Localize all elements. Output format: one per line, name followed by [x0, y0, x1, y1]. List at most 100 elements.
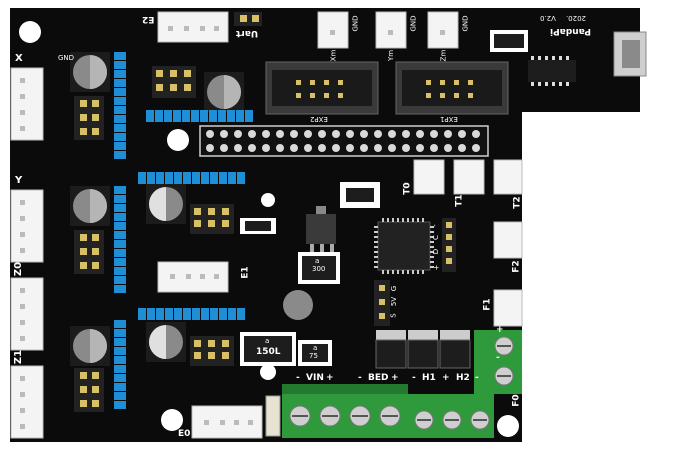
gpio-pin	[332, 144, 340, 152]
jumper-block	[74, 96, 104, 140]
pin-header-segment	[114, 249, 126, 257]
mosfet	[407, 330, 439, 369]
pin-header-segment	[192, 172, 200, 184]
gpio-pin	[304, 144, 312, 152]
mcu-pin	[407, 270, 409, 274]
jumper-block	[74, 368, 104, 412]
pin-header-segment	[114, 79, 126, 87]
pin-header-segment	[237, 172, 245, 184]
driver-pin-headers-horizontal	[138, 110, 253, 320]
gpio-pin	[248, 144, 256, 152]
fan-connector-f1	[493, 289, 523, 327]
mcu-pin	[374, 226, 378, 228]
gpio-pin	[318, 130, 326, 138]
mounting-hole	[497, 415, 519, 437]
pin-header-segment	[114, 61, 126, 69]
exp2-header	[265, 61, 379, 115]
label-t2: T2	[512, 196, 523, 209]
screw-terminal-heaters	[408, 394, 494, 438]
pin-header-segment	[114, 338, 126, 346]
thermistor-connector-t2	[493, 159, 523, 195]
inductor-prefix-150l: a	[265, 337, 270, 345]
inductor-150l	[240, 332, 296, 366]
inductor-300	[298, 252, 340, 284]
pin-header-segment	[114, 392, 126, 400]
thermistor-connector-t0	[413, 159, 445, 195]
pin-header-segment	[114, 151, 126, 159]
e1-connector	[157, 261, 229, 293]
label-e0: E0	[178, 429, 191, 439]
gpio-pin	[388, 130, 396, 138]
i2c-pin-minus: -	[430, 224, 439, 227]
mcu-pin	[430, 251, 434, 253]
label-bed-minus: -	[358, 373, 362, 383]
motor-label-z0: Z0	[13, 261, 25, 277]
board-version: V2.0	[540, 14, 556, 22]
label-uart: Uart	[236, 28, 259, 38]
pin-header-segment	[114, 267, 126, 275]
inductor-value-300: 300	[312, 265, 326, 273]
mcu-pin	[374, 231, 378, 233]
exp1-header	[395, 61, 509, 115]
gpio-pin	[234, 144, 242, 152]
pin-header-segment	[114, 97, 126, 105]
voltage-regulator	[306, 206, 336, 252]
mcu-pin	[392, 218, 394, 222]
driver-pin-headers	[114, 52, 126, 409]
servo-pin-s: S	[389, 313, 398, 318]
pin-header-segment	[114, 347, 126, 355]
jumper-block	[190, 204, 234, 234]
mcu-pin	[430, 231, 434, 233]
mcu-pin	[382, 218, 384, 222]
label-f2: F2	[511, 260, 522, 273]
mcu-pin	[392, 270, 394, 274]
gpio-pin	[276, 144, 284, 152]
pin-header-segment	[114, 88, 126, 96]
pin-header-segment	[114, 142, 126, 150]
i2c-header	[442, 218, 456, 272]
pin-header-segment	[155, 110, 163, 122]
capacitor	[146, 184, 186, 224]
gpio-pin	[374, 144, 382, 152]
pin-header-segment	[192, 308, 200, 320]
mcu-pin	[374, 236, 378, 238]
label-zm: Zm	[439, 49, 448, 62]
capacitor	[70, 186, 110, 226]
mosfet	[375, 330, 407, 369]
e2-connector	[157, 11, 229, 43]
pin-header-segment	[114, 320, 126, 328]
gpio-pin	[220, 144, 228, 152]
gpio-pin	[290, 144, 298, 152]
gpio-pin	[206, 130, 214, 138]
label-t0: T0	[402, 182, 413, 195]
gpio-pin	[458, 144, 466, 152]
pin-header-segment	[182, 110, 190, 122]
label-xm: Xm	[329, 49, 338, 62]
mcu-pin	[402, 218, 404, 222]
mcu-pin	[422, 270, 424, 274]
gpio-pin	[402, 144, 410, 152]
mcu-pin	[417, 218, 419, 222]
mcu-pin	[430, 261, 434, 263]
mcu-pin	[422, 218, 424, 222]
pin-header-segment	[183, 172, 191, 184]
gpio-pin	[472, 144, 480, 152]
mcu-pin	[430, 226, 434, 228]
mcu-chip	[374, 218, 434, 274]
mcu-pin	[417, 270, 419, 274]
label-exp1: EXP1	[440, 115, 458, 123]
mcu-pin	[407, 218, 409, 222]
label-gnd-x: GND	[58, 54, 75, 62]
mounting-hole	[261, 193, 275, 207]
gpio-pin	[374, 130, 382, 138]
i2c-pin-plus: +	[432, 264, 441, 271]
gpio-pin	[472, 130, 480, 138]
motor-label-x: X	[15, 53, 23, 64]
pin-header-segment	[147, 308, 155, 320]
label-ym: Ym	[387, 49, 396, 62]
mcu-pin	[397, 218, 399, 222]
label-f1: F1	[482, 298, 493, 311]
pin-header-segment	[201, 308, 209, 320]
capacitor	[70, 326, 110, 366]
jumper-block	[152, 66, 196, 98]
